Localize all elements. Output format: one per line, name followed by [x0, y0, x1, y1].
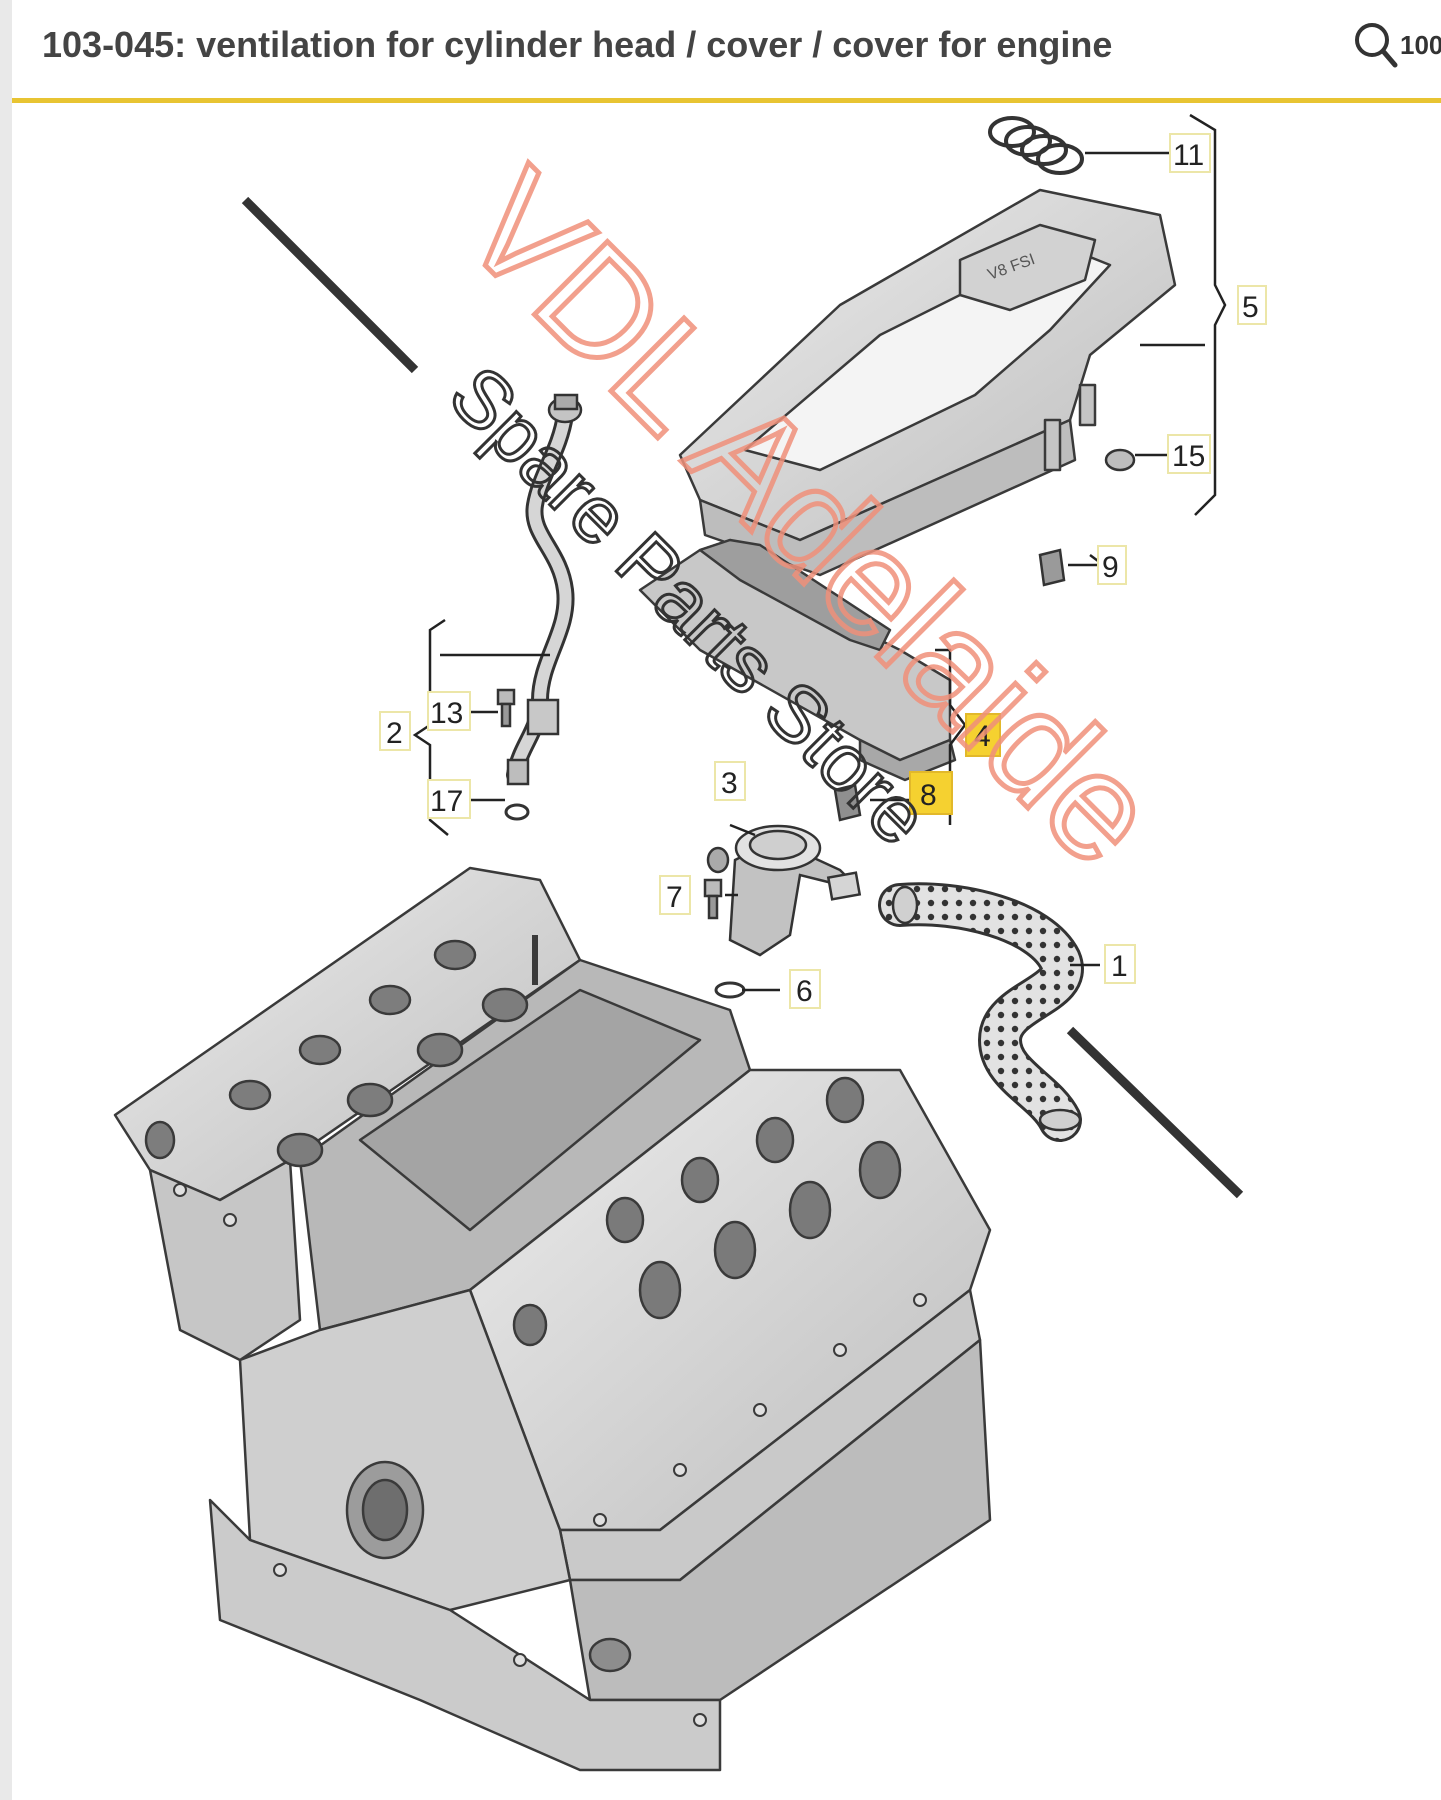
callout-4-highlight	[965, 713, 1001, 757]
callout-1: 1	[1111, 950, 1128, 983]
seal-ring-6	[714, 981, 746, 999]
page-title: 103-045: ventilation for cylinder head /…	[42, 24, 1113, 65]
callout-7: 7	[666, 881, 683, 914]
callout-4: 4	[974, 720, 991, 753]
callout-11: 11	[1173, 139, 1204, 172]
watermark-slash-upper	[241, 196, 419, 374]
page-header: 103-045: ventilation for cylinder head /…	[12, 0, 1441, 103]
seal-ring-17	[504, 803, 530, 821]
callout-5: 5	[1242, 291, 1259, 324]
callout-8: 8	[920, 779, 937, 812]
header-divider	[12, 98, 1441, 103]
watermark-slash-lower	[1066, 1026, 1244, 1199]
engine-block	[113, 866, 992, 1772]
hose-end-upper	[891, 885, 919, 925]
breather-hose-fill	[881, 885, 1081, 1139]
breather-valve	[706, 824, 862, 957]
zoom-control[interactable]: 100	[1352, 20, 1441, 70]
cover-part-4	[638, 538, 957, 782]
callout-13: 13	[430, 697, 463, 730]
clip-part-8	[833, 783, 862, 822]
grommet-part	[1104, 448, 1136, 472]
bolt-part-13	[496, 688, 516, 728]
callout-17: 17	[430, 785, 463, 818]
zoom-level: 100	[1400, 29, 1441, 60]
callout-9: 9	[1102, 551, 1119, 584]
clip-part-9	[1038, 548, 1066, 587]
vent-pipe-fittings	[506, 393, 583, 786]
hose-end-lower	[1038, 1108, 1082, 1132]
callout-6: 6	[796, 975, 813, 1008]
callout-2: 2	[386, 717, 403, 750]
callout-3: 3	[721, 767, 738, 800]
rings-emblem	[988, 116, 1084, 175]
callout-15: 15	[1172, 440, 1205, 473]
callout-labels: 11 5 15 9 4 8 3 7 6 1 2 13 17	[379, 133, 1267, 1009]
leader-lines	[412, 113, 1227, 992]
engine-cover: V8 FSI	[678, 188, 1177, 577]
left-edge-strip	[0, 0, 12, 1800]
callout-8-highlight	[909, 771, 953, 815]
bolt-part-7	[703, 878, 723, 920]
magnifier-icon	[1355, 23, 1398, 68]
